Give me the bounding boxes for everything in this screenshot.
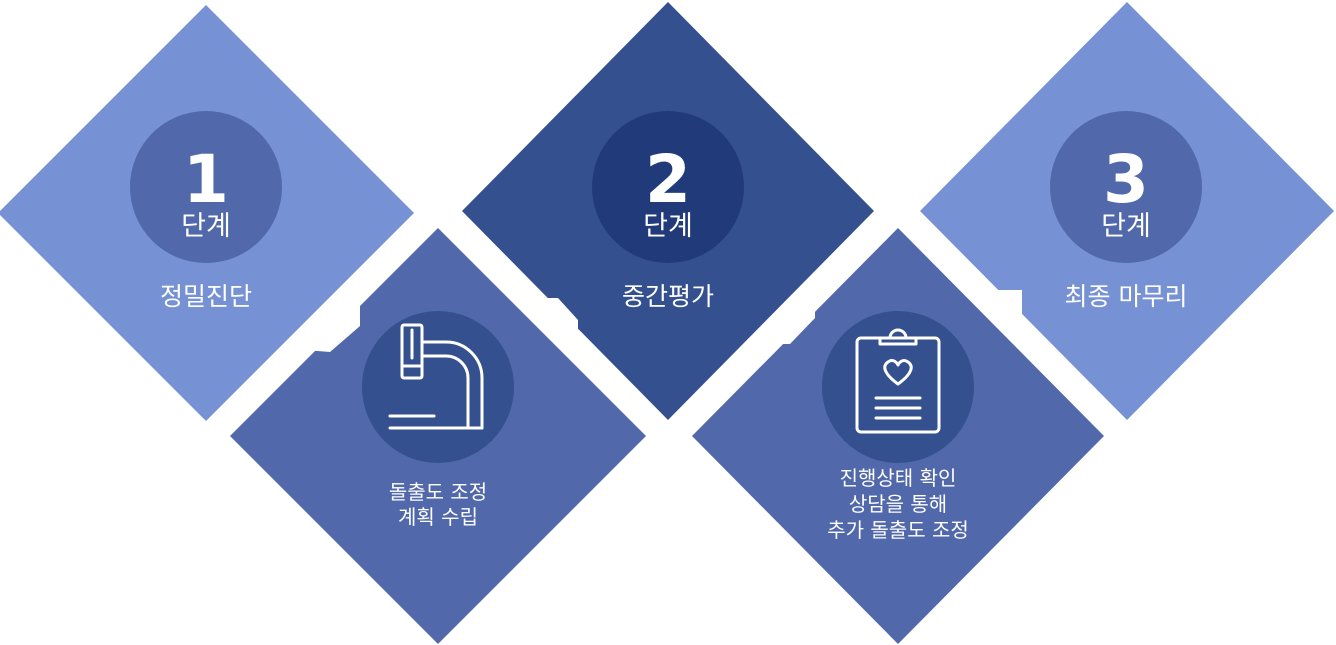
step-1-number: 1 bbox=[183, 141, 229, 218]
step-1-unit: 단계 bbox=[181, 211, 231, 242]
clipboard-heart-icon bbox=[855, 328, 941, 434]
step-3-number: 3 bbox=[1103, 141, 1149, 218]
connector-3 bbox=[995, 290, 1046, 350]
connector-2-2 bbox=[765, 298, 815, 344]
step-2-unit: 단계 bbox=[643, 211, 693, 242]
detail-2-line-1: 진행상태 확인 bbox=[839, 466, 957, 490]
step-1-badge: 1 단계 bbox=[130, 111, 282, 263]
step-2-title: 중간평가 bbox=[621, 282, 714, 311]
step-3-title: 최종 마무리 bbox=[1064, 282, 1188, 311]
detail-2-line-2: 상담을 통해 bbox=[848, 492, 948, 516]
step-3-unit: 단계 bbox=[1101, 211, 1151, 242]
microscope-icon bbox=[388, 323, 484, 430]
detail-2-line-3: 추가 돌출도 조정 bbox=[827, 518, 969, 542]
detail-1-line-2: 계획 수립 bbox=[398, 505, 478, 529]
step-1-title: 정밀진단 bbox=[159, 282, 252, 311]
detail-1-line-1: 돌출도 조정 bbox=[388, 480, 488, 504]
step-3-badge: 3 단계 bbox=[1050, 111, 1202, 263]
step-2-number: 2 bbox=[645, 141, 691, 218]
detail-2-icon-badge bbox=[822, 311, 974, 463]
detail-1-text: 돌출도 조정 계획 수립 bbox=[338, 480, 538, 530]
detail-1-icon-badge bbox=[362, 311, 514, 463]
connector-2-1 bbox=[530, 298, 578, 330]
connector-1-2 bbox=[305, 296, 360, 352]
detail-2-text: 진행상태 확인 상담을 통해 추가 돌출도 조정 bbox=[788, 465, 1008, 543]
step-2-badge: 2 단계 bbox=[592, 111, 744, 263]
